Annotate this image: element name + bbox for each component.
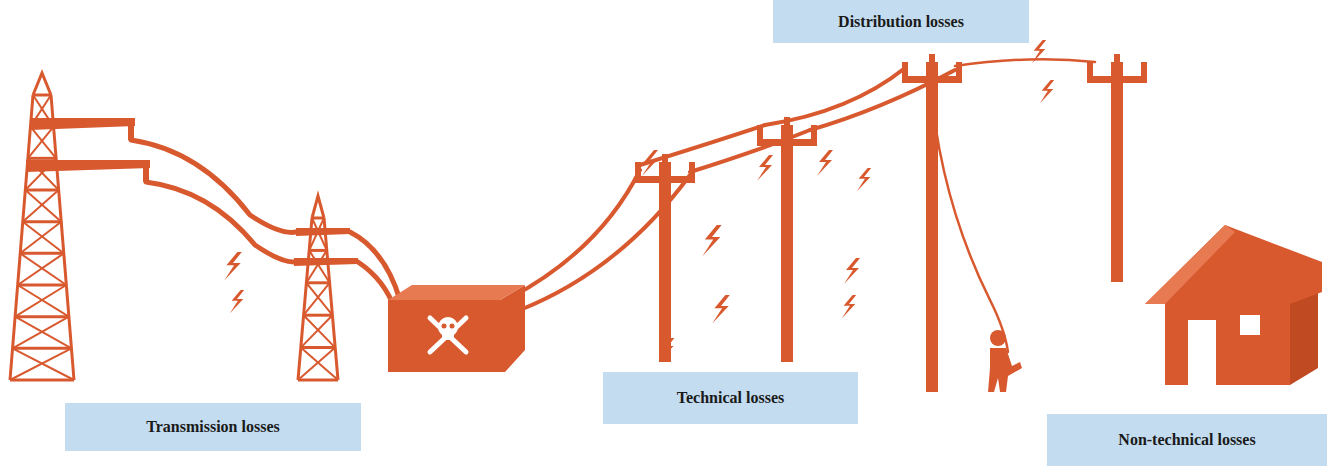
lightning-bolt: [844, 258, 860, 284]
loss-label: Transmission losses: [146, 418, 280, 436]
lightning-bolt: [702, 225, 721, 256]
lightning-bolt: [857, 168, 871, 191]
lightning-bolt: [1040, 80, 1054, 103]
lightning-bolt: [224, 252, 242, 281]
lightning-bolt: [712, 295, 730, 324]
lightning-bolt: [817, 150, 833, 176]
utility-pole: [757, 117, 817, 362]
lightning-bolt: [662, 338, 675, 359]
lightning-bolt: [842, 295, 856, 318]
utility-pole: [902, 54, 962, 392]
tower-arms: [26, 118, 358, 266]
skull-symbol: [430, 317, 466, 352]
lightning-bolt: [757, 155, 773, 181]
transmission-wires: [131, 140, 400, 310]
non-technical-label-box: Non-technical losses: [1047, 414, 1327, 466]
utility-pole: [1087, 54, 1147, 282]
distribution-poles: [635, 54, 1147, 392]
lightning-bolt: [230, 290, 244, 313]
person-tapping-wire: [988, 330, 1022, 392]
distribution-wires: [510, 59, 1095, 352]
transmission-label-box: Transmission losses: [65, 403, 361, 451]
house: [1145, 225, 1322, 385]
distribution-label-box: Distribution losses: [773, 0, 1029, 43]
technical-label-box: Technical losses: [603, 372, 858, 424]
lightning-bolt: [642, 150, 658, 176]
lightning-bolts: [224, 40, 1054, 359]
lattice-tower: [298, 196, 338, 380]
transformer-box: [388, 285, 525, 372]
lightning-bolt: [1032, 40, 1046, 63]
loss-label: Non-technical losses: [1118, 431, 1255, 449]
transmission-towers: [10, 73, 338, 380]
loss-label: Distribution losses: [838, 13, 964, 31]
loss-label: Technical losses: [677, 389, 784, 407]
utility-pole: [635, 154, 695, 362]
